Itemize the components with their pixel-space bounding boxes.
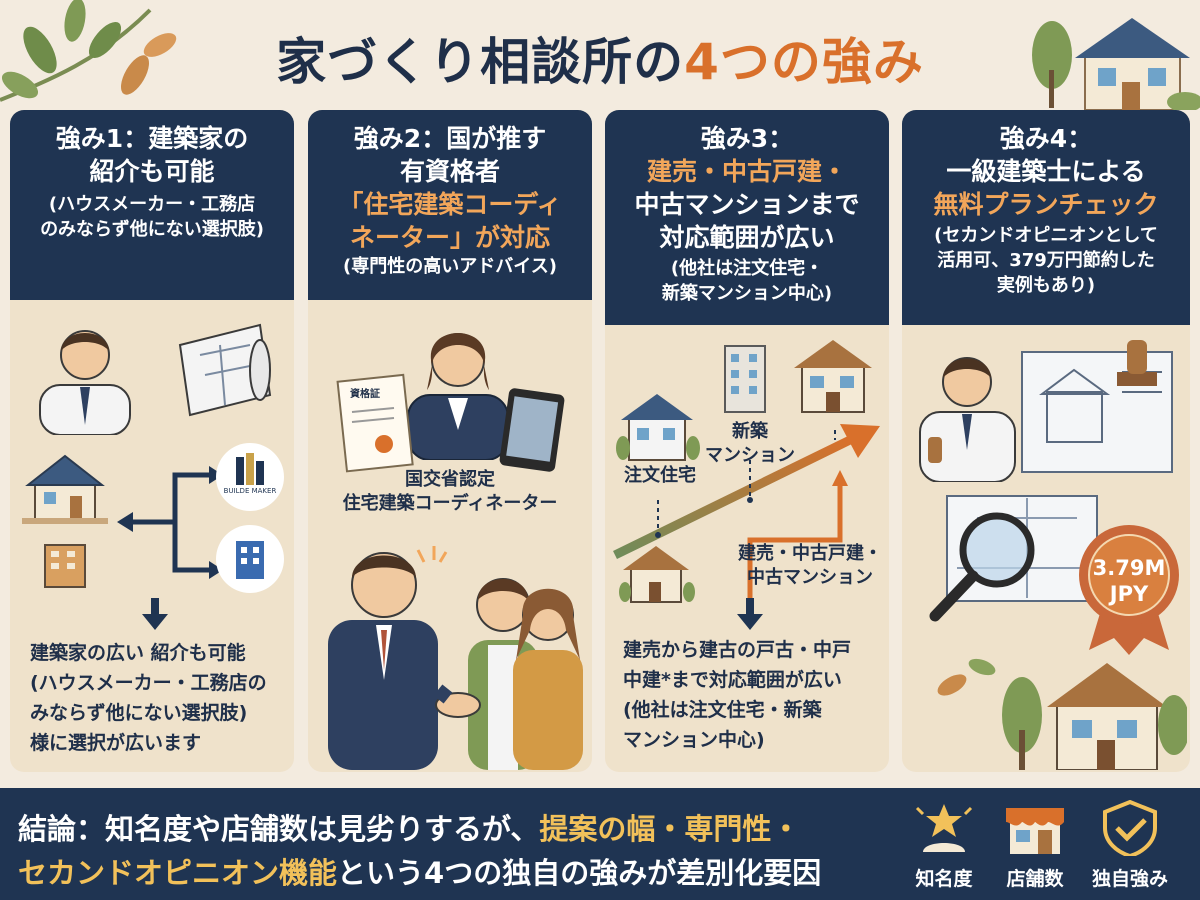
label-new-mansion: 新築 マンション	[705, 421, 795, 466]
leaf-branch-icon	[0, 0, 177, 102]
building-blue-icon	[236, 541, 264, 579]
certification-caption: 国交省認定 住宅建築コーディネーター	[342, 469, 558, 514]
label-resale: 建売・中古戸建・ 中古マンション	[738, 543, 882, 588]
coordinator-person-icon	[407, 333, 509, 460]
house-garden-icon	[937, 658, 1187, 770]
savings-badge-icon	[1079, 525, 1179, 655]
magnifier-plan-icon	[929, 495, 1098, 622]
office-building-icon	[44, 544, 86, 588]
certificate-icon	[336, 373, 414, 473]
strength-1-description: 建築家の広い 紹介も可能 (ハウスメーカー・工務店の みならず他にない選択肢) …	[30, 642, 267, 754]
rising-arrow-icon	[613, 424, 880, 600]
savings-badge: 3.79M JPY	[1092, 556, 1166, 606]
branch-arrows-icon	[117, 466, 223, 579]
resale-house-icon	[794, 340, 872, 413]
footer-icon-label: 独自強み	[1091, 868, 1168, 890]
strength-card-3: 強み3： 建売・中古戸建・ 中古マンションまで 対応範囲が広い (他社は注文住宅…	[605, 110, 889, 772]
construction-company-logo	[216, 525, 284, 593]
label-custom-house: 注文住宅	[624, 465, 696, 486]
strength-card-2: 強み2：国が推す 有資格者 「住宅建築コーディ ネーター」が対応 (専門性の高い…	[308, 110, 592, 772]
conclusion-footer: 結論：知名度や店舗数は見劣りするが、提案の幅・専門性・ セカンドオピニオン機能と…	[0, 788, 1200, 900]
architect-person-icon	[39, 330, 131, 435]
footer-icon-stores: 店舗数	[995, 800, 1075, 891]
architect-stamp-icon	[919, 340, 1173, 482]
house-tree-icon	[1032, 18, 1200, 110]
house-icon	[22, 454, 108, 524]
strength-card-1: 強み1：建築家の 紹介も可能 (ハウスメーカー・工務店 のみならず他にない選択肢…	[10, 110, 294, 772]
handshake-scene-icon	[328, 546, 583, 770]
small-house-icon	[619, 546, 695, 603]
strength-card-4-header: 強み4： 一級建築士による 無料プランチェック (セカンドオピニオンとして 活用…	[902, 110, 1190, 325]
tablet-icon	[499, 388, 565, 472]
conclusion-line-1: 結論：知名度や店舗数は見劣りするが、提案の幅・専門性・	[18, 812, 801, 846]
conclusion-line-2: セカンドオピニオン機能という4つの独自の強みが差別化要因	[18, 856, 822, 890]
down-arrow-icon	[737, 598, 763, 630]
shield-check-icon	[1103, 799, 1157, 859]
builder-logo-text: BUILDE MAKER	[223, 487, 277, 495]
custom-house-icon	[616, 394, 700, 461]
star-person-icon	[915, 804, 973, 852]
strength-card-3-header: 強み3： 建売・中古戸建・ 中古マンションまで 対応範囲が広い (他社は注文住宅…	[605, 110, 889, 325]
builder-logo-icon	[236, 453, 264, 485]
footer-icon-label: 店舗数	[1006, 868, 1064, 890]
store-icon	[1006, 808, 1064, 854]
strength-card-4: 強み4： 一級建築士による 無料プランチェック (セカンドオピニオンとして 活用…	[902, 110, 1190, 772]
strength-card-2-header: 強み2：国が推す 有資格者 「住宅建築コーディ ネーター」が対応 (専門性の高い…	[308, 110, 592, 300]
footer-icon-awareness: 知名度	[904, 800, 984, 891]
down-arrow-icon	[142, 598, 168, 630]
strength-3-description: 建売から建古の戸古・中戸 中建*まで対応範囲が広い (他社は注文住宅・新築 マン…	[623, 639, 852, 751]
footer-icon-label: 知名度	[915, 868, 973, 890]
strength-card-1-header: 強み1：建築家の 紹介も可能 (ハウスメーカー・工務店 のみならず他にない選択肢…	[10, 110, 294, 300]
certificate-label: 資格証	[350, 389, 380, 400]
page-title: 家づくり相談所の4つの強み	[276, 33, 924, 91]
builder-logo: BUILDE MAKER	[216, 443, 284, 511]
mansion-building-icon	[724, 345, 766, 413]
blueprint-roll-icon	[178, 323, 272, 417]
footer-icon-unique: 独自強み	[1090, 799, 1170, 891]
